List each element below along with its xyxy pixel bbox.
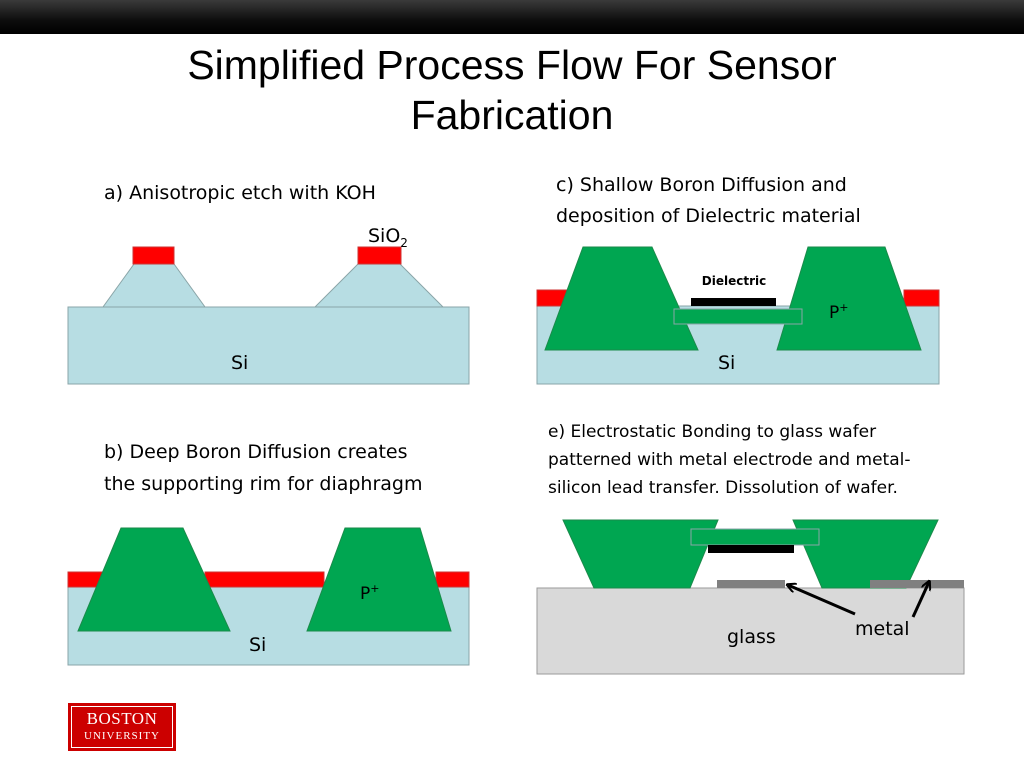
p-plus-superscript: + — [839, 301, 848, 314]
metal-lead-transfer — [870, 580, 964, 588]
etched-mesa — [313, 263, 445, 308]
p-plus-superscript: + — [370, 582, 379, 595]
p-plus-rim — [776, 246, 922, 351]
logo-line-2: UNIVERSITY — [84, 730, 160, 742]
panel-b-caption: b) Deep Boron Diffusion creates the supp… — [104, 441, 423, 495]
metal-pointer-arrow — [788, 585, 856, 616]
panel-e-diagram — [536, 519, 965, 675]
p-plus-rim — [77, 527, 231, 632]
etched-mesa — [102, 263, 206, 308]
metal-label: metal — [855, 618, 910, 640]
si-label: Si — [231, 352, 248, 374]
p-plus-rim — [562, 519, 719, 589]
metal-pointer-arrow — [911, 582, 929, 618]
panel-e-caption: e) Electrostatic Bonding to glass wafer … — [548, 422, 911, 498]
panel-a-diagram — [67, 246, 470, 385]
p-plus-rim — [306, 527, 452, 632]
dielectric-layer — [691, 298, 776, 306]
p-plus-label: P+ — [360, 582, 379, 604]
logo-line-1: BOSTON — [86, 709, 158, 728]
oxide-layer — [204, 571, 325, 588]
boston-university-logo: BOSTON UNIVERSITY — [68, 703, 176, 751]
panel-c-diagram — [536, 246, 940, 385]
si-label: Si — [249, 634, 266, 656]
title-line-2: Fabrication — [410, 92, 614, 138]
sio2-subscript: 2 — [400, 236, 408, 250]
silicon-substrate — [67, 306, 470, 385]
metal-electrode — [717, 580, 785, 588]
p-plus-label: P+ — [829, 301, 848, 323]
shallow-p-diaphragm — [690, 528, 820, 546]
si-label: Si — [718, 352, 735, 374]
dielectric-label: Dielectric — [702, 274, 766, 288]
glass-label: glass — [727, 626, 776, 648]
panel-b-diagram — [67, 527, 470, 666]
panel-c-caption: c) Shallow Boron Diffusion and depositio… — [556, 174, 861, 227]
title-line-1: Simplified Process Flow For Sensor — [187, 42, 837, 88]
oxide-layer — [903, 289, 940, 307]
oxide-mask — [357, 246, 402, 265]
p-plus-rim — [544, 246, 699, 351]
top-bar — [0, 0, 1024, 34]
shallow-p-diaphragm — [673, 308, 803, 325]
slide-title: Simplified Process Flow For Sensor Fabri… — [0, 40, 1024, 140]
sio2-label: SiO2 — [368, 225, 408, 250]
oxide-layer — [435, 571, 470, 588]
oxide-mask — [132, 246, 175, 265]
dielectric-layer — [708, 545, 794, 553]
panel-a-caption: a) Anisotropic etch with KOH — [104, 182, 376, 204]
